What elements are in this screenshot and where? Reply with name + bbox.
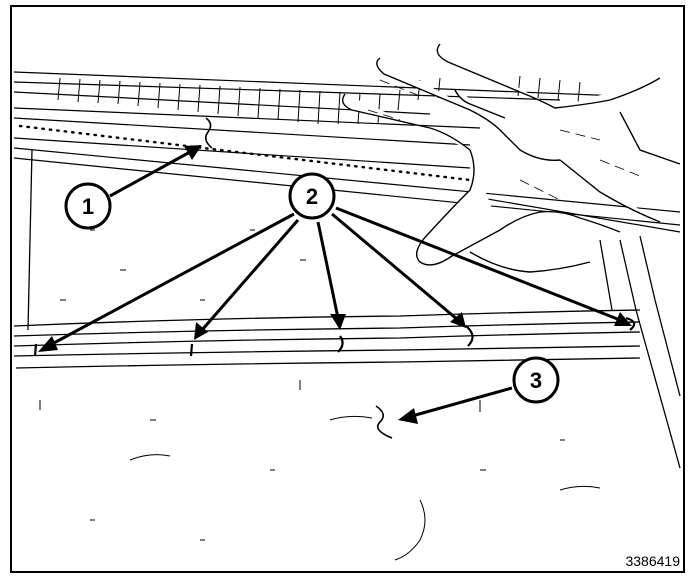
- clip-3-mark: [375, 405, 393, 439]
- callout-3: 3: [398, 356, 560, 424]
- figure-id: 3386419: [625, 553, 680, 569]
- clip-2-marks: [33, 316, 636, 357]
- callout-2: 2: [38, 172, 632, 352]
- hand-fold-lines: [367, 79, 641, 201]
- surface-texture: [39, 229, 601, 561]
- callout-2-arrowheads: [38, 312, 632, 352]
- callout-3-label: 3: [530, 368, 542, 393]
- callout-1: 1: [64, 145, 202, 230]
- callout-1-label: 1: [82, 194, 94, 219]
- lower-panel: [13, 149, 681, 469]
- figure-border: [10, 5, 685, 573]
- callout-2-leaders: [51, 206, 621, 346]
- hand-illustration: [342, 43, 681, 273]
- callout-2-label: 2: [306, 184, 318, 209]
- clip-1-mark: [204, 117, 213, 149]
- seal-dots: [18, 124, 472, 182]
